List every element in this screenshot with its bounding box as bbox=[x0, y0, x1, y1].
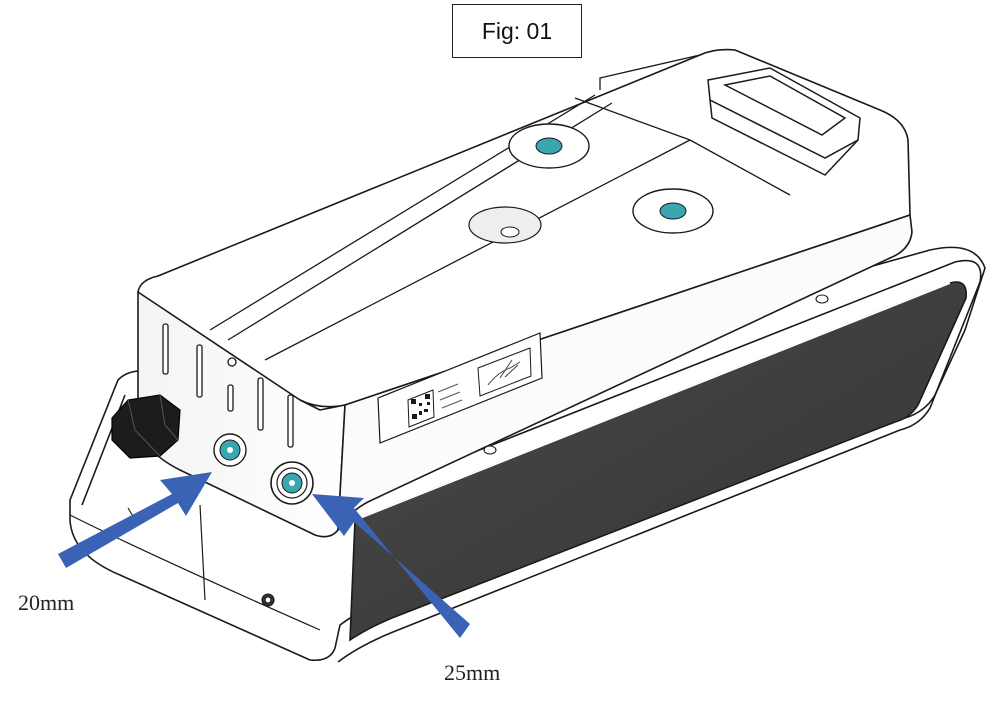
callout-20mm-label: 20mm bbox=[18, 590, 75, 615]
figure-title: Fig: 01 bbox=[481, 17, 553, 44]
product-label bbox=[377, 332, 543, 444]
hex-knob bbox=[111, 394, 181, 459]
carry-handle bbox=[707, 67, 861, 176]
side-panel bbox=[349, 281, 967, 642]
top-center-hole bbox=[468, 206, 542, 244]
top-port-2 bbox=[632, 188, 714, 234]
qr-code-icon bbox=[407, 389, 435, 428]
port-20mm bbox=[213, 433, 247, 467]
top-port-1 bbox=[508, 123, 590, 169]
hand-pictogram-icon bbox=[477, 347, 532, 397]
callout-25mm-label: 25mm bbox=[444, 660, 501, 685]
screws bbox=[127, 294, 829, 607]
figure-title-box: Fig: 01 bbox=[452, 4, 582, 58]
arrow-20mm bbox=[58, 472, 212, 568]
port-25mm bbox=[270, 461, 314, 505]
vent-slots bbox=[162, 323, 294, 448]
panel-rim bbox=[337, 259, 982, 663]
label-text-lines bbox=[437, 383, 463, 409]
arrow-25mm bbox=[312, 494, 470, 638]
